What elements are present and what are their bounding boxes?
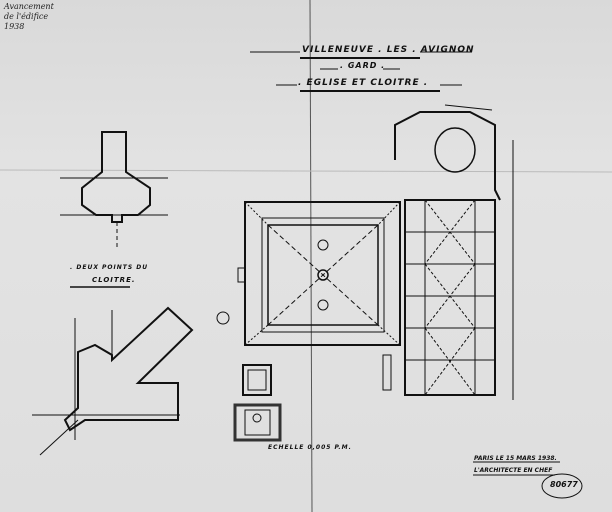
title-rules (250, 51, 472, 92)
well-details (216, 311, 282, 442)
archive-stamp-border (541, 473, 583, 499)
annotation-line: 1938 (4, 22, 25, 31)
title-town: VILLENEUVE . LES . AVIGNON (302, 45, 475, 55)
detail-caption-line2: CLOITRE. (92, 276, 136, 284)
signature-date: PARIS LE 15 MARS 1938. (474, 455, 557, 462)
fold-line (0, 169, 612, 173)
archive-stamp: 80677 (550, 480, 578, 489)
annotation-line: de l'édifice (4, 12, 49, 21)
church-plan (382, 104, 514, 400)
pillar-section-upper (60, 131, 168, 250)
handwritten-annotation: Avancement de l'édifice 1938 (4, 2, 54, 32)
cloister-plan (237, 201, 401, 346)
signature-author: L'ARCHITECTE EN CHEF (474, 467, 553, 474)
detail-caption-line1: . DEUX POINTS DU (70, 264, 149, 271)
pillar-section-lower (32, 306, 194, 456)
title-subject: . EGLISE ET CLOITRE . (298, 78, 429, 88)
title-department: . GARD . (340, 61, 386, 70)
annotation-line: Avancement (4, 2, 54, 11)
scale-label: ECHELLE 0,005 P.M. (268, 444, 352, 451)
fold-line (309, 0, 313, 512)
